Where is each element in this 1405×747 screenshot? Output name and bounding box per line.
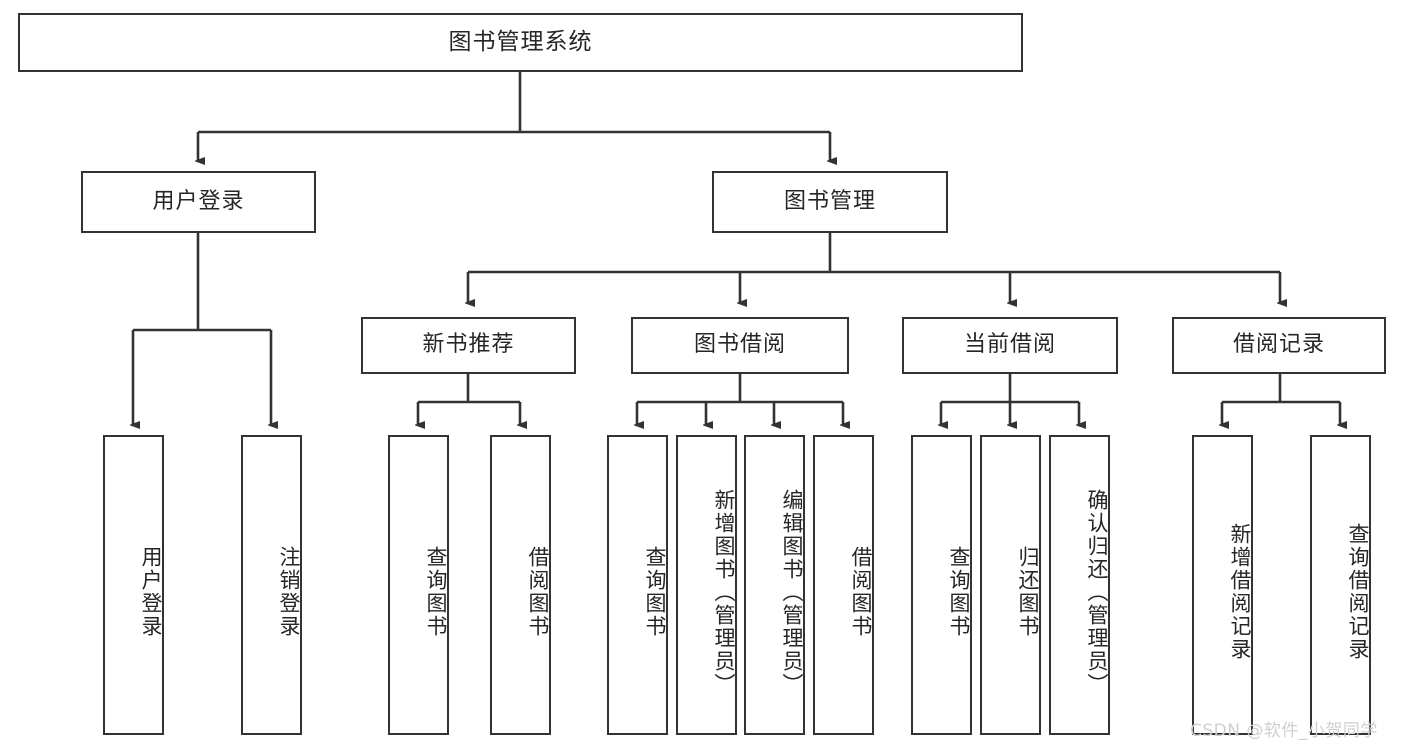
node-leaf-add-record[interactable]: 新增借阅记录 — [1192, 435, 1253, 735]
node-label: 新书推荐 — [422, 332, 515, 358]
node-label: 当前借阅 — [963, 332, 1056, 358]
node-label: 新增图书（管理员） — [712, 488, 736, 696]
node-label: 注销登录 — [277, 546, 301, 638]
csdn-watermark: CSDN @软件_小贺同学 — [1190, 721, 1378, 741]
node-label: 用户登录 — [152, 188, 245, 214]
node-leaf-user-logout[interactable]: 注销登录 — [241, 435, 302, 735]
node-leaf-borrow-book-2[interactable]: 借阅图书 — [813, 435, 874, 735]
node-leaf-user-login[interactable]: 用户登录 — [103, 435, 164, 735]
node-current-borrow[interactable]: 当前借阅 — [902, 317, 1118, 374]
node-leaf-return-book[interactable]: 归还图书 — [980, 435, 1041, 735]
node-book-borrow[interactable]: 图书借阅 — [631, 317, 849, 374]
node-leaf-confirm-return[interactable]: 确认归还（管理员） — [1049, 435, 1110, 735]
node-user-login[interactable]: 用户登录 — [81, 171, 316, 233]
node-label: 归还图书 — [1016, 546, 1040, 638]
node-label: 借阅图书 — [526, 546, 550, 638]
node-label: 查询借阅记录 — [1346, 523, 1370, 661]
node-leaf-query-book-1[interactable]: 查询图书 — [388, 435, 449, 735]
node-borrow-record[interactable]: 借阅记录 — [1172, 317, 1386, 374]
node-leaf-query-book-3[interactable]: 查询图书 — [911, 435, 972, 735]
node-label: 确认归还（管理员） — [1085, 488, 1109, 696]
node-label: 图书管理 — [783, 188, 876, 214]
node-label: 编辑图书（管理员） — [780, 488, 804, 696]
node-label: 查询图书 — [424, 546, 448, 638]
node-leaf-query-book-2[interactable]: 查询图书 — [607, 435, 668, 735]
node-root-book-management-system[interactable]: 图书管理系统 — [18, 13, 1023, 72]
node-book-manage[interactable]: 图书管理 — [712, 171, 948, 233]
node-label: 借阅记录 — [1232, 332, 1325, 358]
node-label: 查询图书 — [643, 546, 667, 638]
node-label: 用户登录 — [139, 546, 163, 638]
node-label: 新增借阅记录 — [1228, 523, 1252, 661]
node-label: 查询图书 — [947, 546, 971, 638]
node-leaf-query-record[interactable]: 查询借阅记录 — [1310, 435, 1371, 735]
node-leaf-borrow-book-1[interactable]: 借阅图书 — [490, 435, 551, 735]
node-new-book-recommend[interactable]: 新书推荐 — [361, 317, 576, 374]
node-leaf-edit-book[interactable]: 编辑图书（管理员） — [744, 435, 805, 735]
node-leaf-add-book[interactable]: 新增图书（管理员） — [676, 435, 737, 735]
node-label: 借阅图书 — [849, 546, 873, 638]
node-label: 图书管理系统 — [448, 28, 593, 55]
node-label: 图书借阅 — [693, 332, 786, 358]
